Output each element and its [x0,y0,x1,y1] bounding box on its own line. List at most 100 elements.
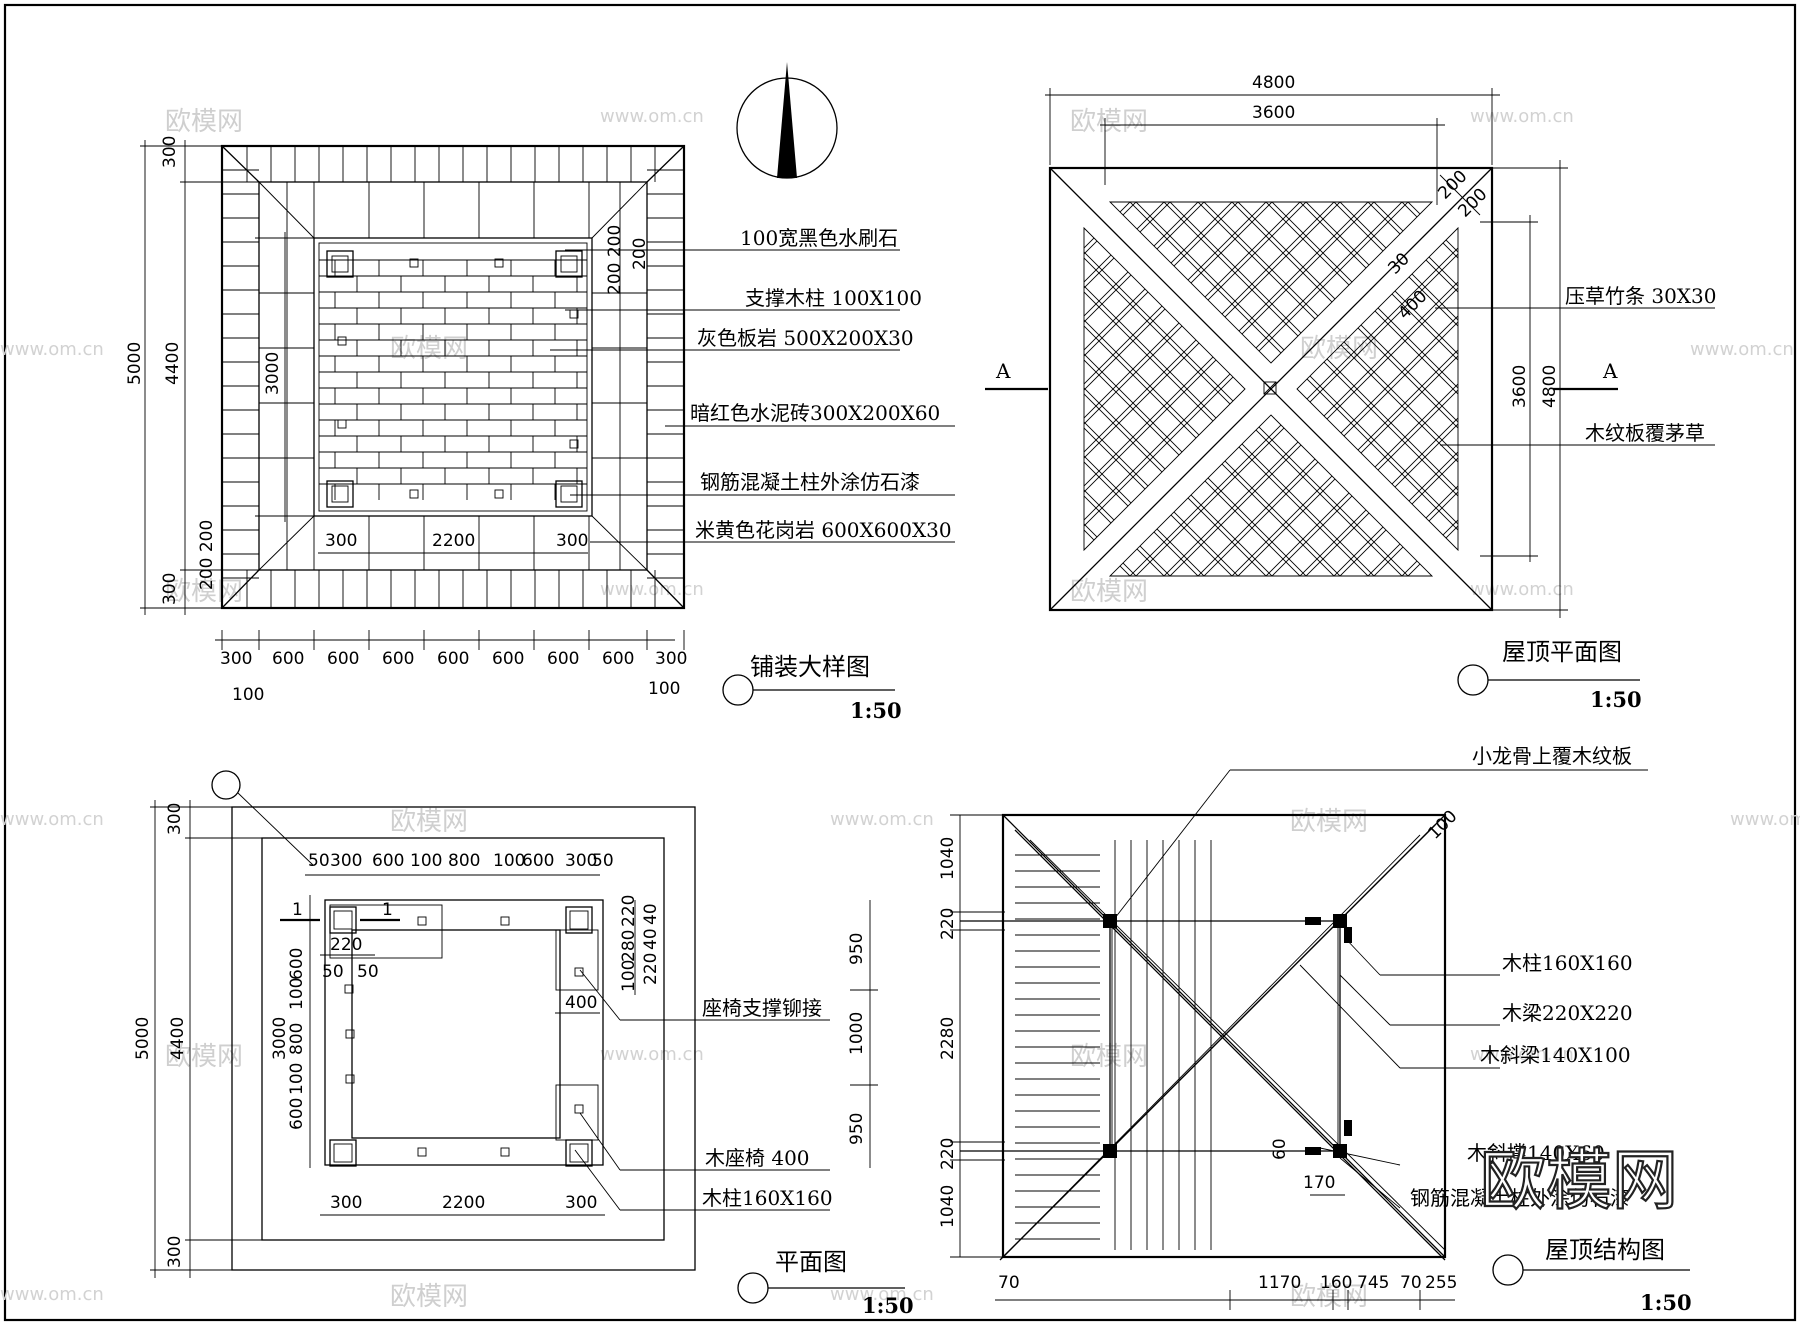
watermark-url: www.om.cn [600,579,704,600]
label-plan-seat-support: 座椅支撑铆接 [702,996,822,1020]
dim-label: 4800 [1252,73,1295,93]
floor-plan [231,806,696,1271]
dim-label: 50 [322,962,344,982]
dim-label: 300 [565,1193,597,1213]
dim-label: 70 [1400,1273,1422,1293]
title-floor-plan: 平面图 [775,1248,847,1276]
dim-label: 220 [938,908,958,940]
label-plan-wood-bench: 木座椅 400 [705,1146,810,1170]
dim-label: 300 [165,1236,185,1268]
watermark-logo: 欧模网 [165,577,243,607]
dim-label: 4800 [1540,365,1560,408]
watermark-url: www.om.cn [1470,1044,1574,1065]
dim-label: 3000 [263,352,283,395]
dim-label: 600 [287,948,307,980]
watermark-url: www.om.cn [600,106,704,127]
watermark-url: www.om.cn [0,1284,104,1305]
scale-roof-structure: 1:50 [1640,1290,1692,1315]
label-plan-wood-column: 木柱160X160 [702,1186,833,1210]
label-roof-thatch: 木纹板覆茅草 [1585,421,1705,445]
watermark-logo: 欧模网 [1290,1282,1368,1312]
watermark-url: www.om.cn [600,1044,704,1065]
paving-callouts: 100宽黑色水刷石 支撑木柱 100X100 灰色板岩 500X200X30 暗… [550,226,955,723]
title-roof-plan: 屋顶平面图 [1502,638,1622,666]
north-arrow-icon [736,62,838,179]
watermark-logo: 欧模网 [1290,807,1368,837]
title-paving-detail: 铺装大样图 [750,653,870,681]
watermark-logo: 欧模网 [1070,107,1148,137]
scale-roof-plan: 1:50 [1590,687,1642,712]
dim-label: 170 [1303,1173,1335,1193]
dim-label: 600 [492,649,524,669]
watermark-url: www.om.cn [1730,809,1800,830]
label-roof-bamboo-strip: 压草竹条 30X30 [1565,284,1717,308]
watermark-logo: 欧模网 [390,807,468,837]
dim-label: 220 [938,1138,958,1170]
dim-label: 950 [847,1113,867,1145]
dim-label: 5000 [133,1017,153,1060]
dim-label: 800 [448,851,480,871]
dim-label: 5000 [125,342,145,385]
dim-label: 300 [565,851,597,871]
dim-label: 600 [287,1098,307,1130]
paving-dimensions: 300 5000 4400 3000 300 200 200 300 600 6… [125,136,687,705]
dim-label: 400 [565,993,597,1013]
dim-label: 1170 [1258,1273,1301,1293]
dim-label: 100 [232,685,264,705]
dim-label: 40 [641,928,661,950]
label-paving-brushed-stone: 100宽黑色水刷石 [740,226,898,250]
label-rs-wood-column: 木柱160X160 [1502,951,1633,975]
dim-label: 600 [547,649,579,669]
dim-label: 200 200 [605,225,625,295]
title-roof-structure: 屋顶结构图 [1545,1236,1665,1264]
scale-paving-detail: 1:50 [850,698,902,723]
floor-plan-dimensions: 300 5000 4400 3000 300 600 100 800 100 6… [133,800,878,1278]
section-mark-1: 1 [382,900,393,920]
dim-label: 3000 [270,1017,290,1060]
dim-label: 220 [619,895,639,927]
watermarks: 欧模网 www.om.cn 欧模网 www.om.cn www.om.cn 欧模… [0,106,1800,1312]
dim-label: 2280 [938,1017,958,1060]
roof-plan-callouts: 压草竹条 30X30 木纹板覆茅草 屋顶平面图 1:50 [1435,284,1717,712]
dim-label: 100 [493,851,525,871]
label-paving-wood-post: 支撑木柱 100X100 [745,286,922,310]
watermark-url: www.om.cn [0,809,104,830]
dim-label: 100 [287,978,307,1010]
roof-structure-dimensions: 1040 220 2280 220 1040 70 1170 160 745 7… [938,806,1461,1310]
dim-label: 300 [165,803,185,835]
dim-label: 300 [160,573,180,605]
dim-label: 600 [327,649,359,669]
dim-label: 600 [522,851,554,871]
label-paving-granite: 米黄色花岗岩 600X600X30 [695,518,952,542]
label-rs-purlin-board: 小龙骨上覆木纹板 [1472,744,1632,768]
watermark-logo-large: 欧模网 [1480,1142,1678,1219]
dim-label: 100 [410,851,442,871]
dim-label: 4400 [163,342,183,385]
label-paving-slate: 灰色板岩 500X200X30 [697,326,914,350]
dim-label: 600 [372,851,404,871]
label-paving-cement-brick: 暗红色水泥砖300X200X60 [690,401,940,425]
dim-label: 200 [630,238,650,270]
roof-structure-callouts: 小龙骨上覆木纹板 木柱160X160 木梁220X220 木斜梁140X100 … [1114,744,1692,1315]
paving-detail [220,144,686,610]
dim-label: 220 [641,953,661,985]
section-mark-a: A [995,359,1011,383]
watermark-url: www.om.cn [830,1284,934,1305]
watermark-logo: 欧模网 [165,1042,243,1072]
watermark-logo: 欧模网 [1070,1042,1148,1072]
watermark-logo: 欧模网 [390,1282,468,1312]
dim-label: 950 [847,933,867,965]
dim-label: 300 [330,851,362,871]
dim-label: 600 [382,649,414,669]
roof-structure [960,813,1447,1261]
label-rs-concrete-column: 钢筋混凝土柱外涂仿石漆 [1410,1186,1630,1210]
dim-label: 300 [556,531,588,551]
label-rs-diagonal-beam: 木斜梁140X100 [1480,1043,1631,1067]
dim-label: 300 [325,531,357,551]
dim-label: 2200 [432,531,475,551]
watermark-logo: 欧模网 [165,107,243,137]
dim-label: 50 [592,851,614,871]
dim-label: 100 [648,679,680,699]
label-rs-diagonal-brace: 木斜撑140X60 [1467,1141,1605,1165]
dim-label: 200 200 [197,520,217,590]
